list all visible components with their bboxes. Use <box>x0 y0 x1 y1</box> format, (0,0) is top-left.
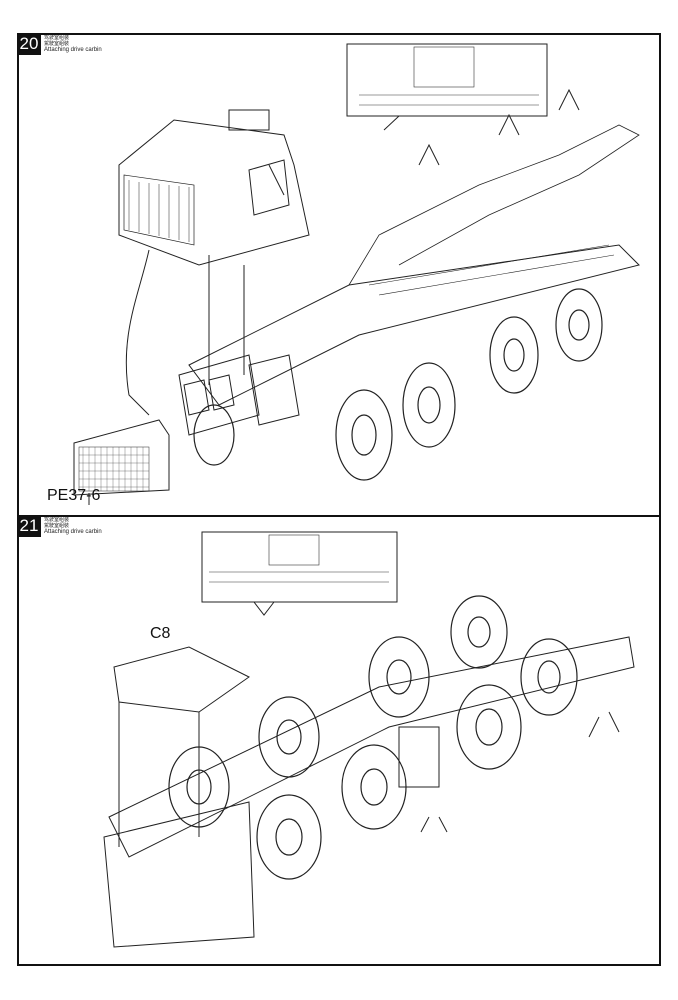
part-label-c8: C8 <box>150 625 171 642</box>
caption-en: Attaching drive carbin <box>44 47 102 53</box>
step-21-illustration <box>103 531 635 948</box>
step-caption: 驾驶室组装 駕駛室組裝 Attaching drive carbin <box>44 517 102 535</box>
detail-inset <box>346 43 548 117</box>
caption-en: Attaching drive carbin <box>44 529 102 535</box>
step-20-panel: 20 驾驶室组装 駕駛室組裝 Attaching drive carbin <box>17 33 661 517</box>
step-number: 21 <box>17 515 41 537</box>
part-label-pe37-6: PE37-6 <box>47 487 101 504</box>
caption-cn-trad: 駕駛室組裝 <box>44 523 70 529</box>
step-20-illustration <box>73 43 640 505</box>
caption-cn: 驾驶室组装 <box>44 517 70 523</box>
step-21-panel: 21 驾驶室组装 駕駛室組裝 Attaching drive carbin C8 <box>17 515 661 966</box>
caption-cn-trad: 駕駛室組裝 <box>44 41 70 47</box>
step-number: 20 <box>17 33 41 55</box>
step-caption: 驾驶室组装 駕駛室組裝 Attaching drive carbin <box>44 35 102 53</box>
caption-cn: 驾驶室组装 <box>44 35 70 41</box>
detail-inset <box>201 531 398 603</box>
